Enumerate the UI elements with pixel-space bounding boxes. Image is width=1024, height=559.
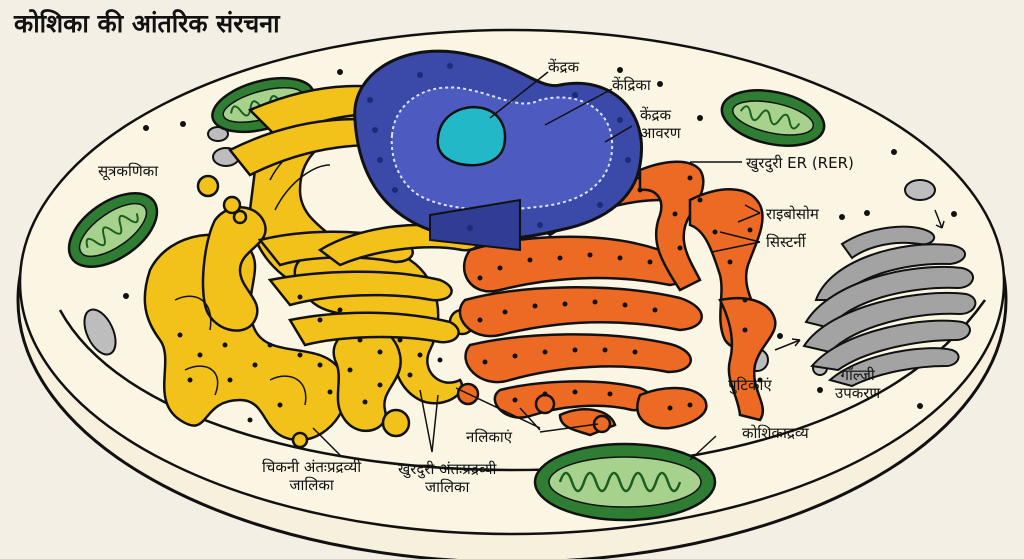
label-golgi-line1: गॉल्जी (840, 366, 875, 384)
golgi-apparatus (802, 225, 977, 388)
label-golgi: गॉल्जी उपकरण (835, 366, 880, 402)
label-rough-er-network-line1: खुरदुरी अंतःप्रद्रव्यी (398, 460, 497, 478)
label-mitochondrion: सूत्रकणिका (98, 162, 159, 180)
label-vesicles: पुटिकाएं (728, 376, 772, 394)
label-smooth-er-line1: चिकनी अंतःप्रद्रव्यी (262, 458, 362, 476)
label-golgi-line2: उपकरण (835, 384, 881, 402)
nuclear-pores (367, 63, 631, 231)
label-cisternae: सिस्टर्नी (766, 233, 806, 251)
label-cytoplasm: कोशिकाद्रव्य (742, 424, 809, 442)
leader-lines (312, 71, 945, 461)
label-smooth-er: चिकनी अंतःप्रद्रव्यी जालिका (262, 458, 361, 494)
label-smooth-er-line2: जालिका (289, 476, 334, 494)
label-tubules: नलिकाएं (466, 428, 513, 446)
cut-wall (58, 299, 987, 472)
label-ribosomes: राइबोसोम (766, 205, 819, 223)
label-rough-er-network-line2: जालिका (424, 478, 470, 496)
rough-er-yellow-ribosomes (177, 294, 443, 423)
label-nuclear-envelope-line1: केंद्रक (640, 106, 672, 124)
label-nucleus: केंद्रक (548, 58, 580, 76)
mitochondria (67, 76, 826, 522)
label-rough-er: खुरदुरी ER (RER) (746, 154, 854, 172)
rough-er-ribosomes (477, 175, 763, 411)
label-nucleolus: केंद्रिका (612, 76, 651, 94)
label-nuclear-envelope: केंद्रक आवरण (640, 106, 681, 142)
label-nuclear-envelope-line2: आवरण (640, 124, 681, 142)
page-title: कोशिका की आंतरिक संरचना (14, 9, 280, 38)
label-rough-er-network: खुरदुरी अंतःप्रद्रव्यी जालिका (398, 460, 496, 496)
